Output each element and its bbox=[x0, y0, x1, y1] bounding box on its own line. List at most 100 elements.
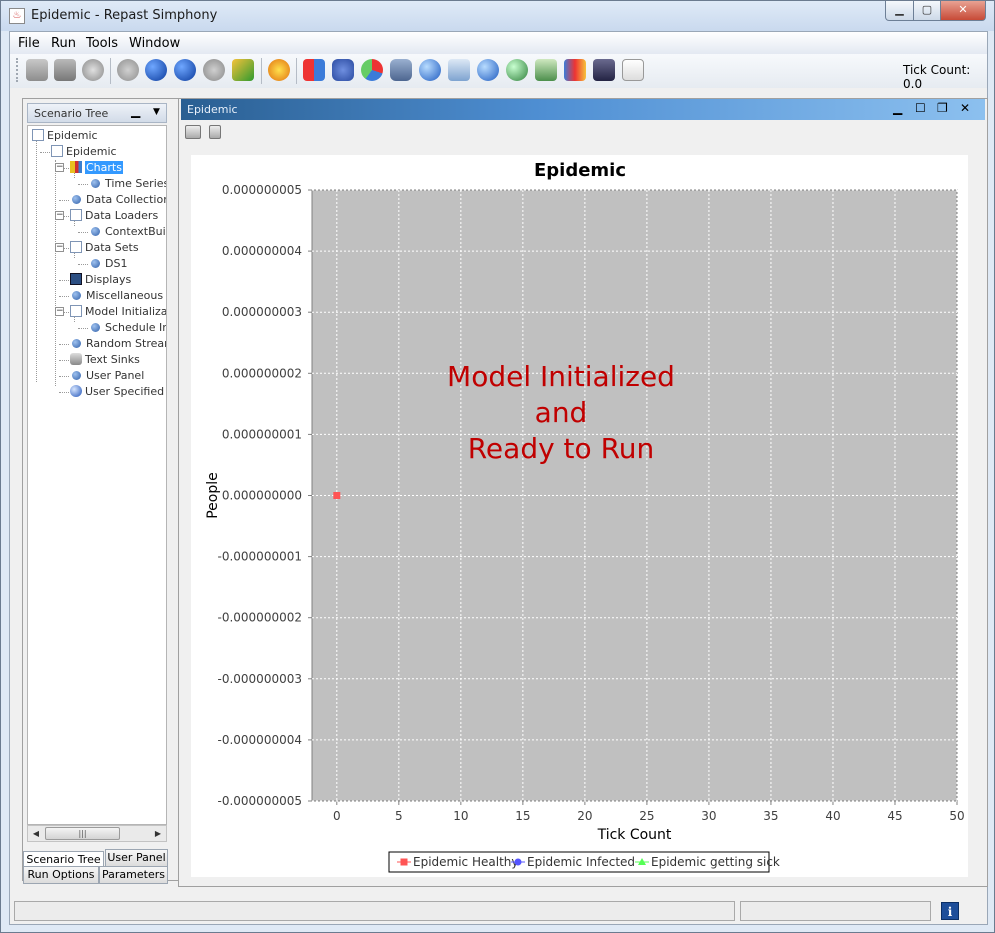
collapse-toggle-icon[interactable]: − bbox=[55, 210, 64, 220]
export-icon[interactable] bbox=[209, 125, 221, 139]
chart-maximize-button[interactable]: ☐ bbox=[915, 101, 926, 115]
y-tick-label: -0.000000005 bbox=[218, 794, 303, 808]
search-icon[interactable] bbox=[448, 59, 470, 81]
tree-connector bbox=[55, 160, 56, 386]
tab-run-options[interactable]: Run Options bbox=[23, 866, 99, 884]
collapse-toggle-icon[interactable]: − bbox=[55, 306, 64, 316]
y-axis-label: People bbox=[205, 472, 221, 519]
tree-item-label: Data Collection In bbox=[86, 193, 167, 206]
step-run-icon[interactable] bbox=[174, 59, 196, 81]
tree-item-label: ContextBuilde bbox=[105, 225, 166, 238]
tree-connector bbox=[59, 360, 69, 361]
tree-item[interactable]: Data Collection In bbox=[70, 192, 167, 207]
tree-item-label: DS1 bbox=[105, 257, 128, 270]
network-icon[interactable] bbox=[477, 59, 499, 81]
document-icon bbox=[70, 209, 82, 221]
stop-run-icon[interactable] bbox=[203, 59, 225, 81]
java-app-icon[interactable]: ♨ bbox=[9, 8, 25, 24]
new-scenario-icon[interactable] bbox=[26, 59, 48, 81]
spreadsheet-icon[interactable] bbox=[303, 59, 325, 81]
menu-tools[interactable]: Tools bbox=[86, 36, 119, 51]
grid-icon[interactable] bbox=[564, 59, 586, 81]
tree-item[interactable]: DS1 bbox=[89, 256, 127, 271]
scroll-left-icon[interactable]: ◀ bbox=[32, 829, 40, 838]
dataset-icon bbox=[70, 241, 82, 253]
globe-icon[interactable] bbox=[419, 59, 441, 81]
info-icon[interactable]: i bbox=[941, 902, 959, 920]
tree-item[interactable]: Miscellaneous Ac bbox=[70, 288, 166, 303]
tree-connector bbox=[59, 248, 69, 249]
menu-file[interactable]: File bbox=[18, 36, 40, 51]
tab-user-panel[interactable]: User Panel bbox=[105, 849, 168, 867]
tree-connector bbox=[59, 344, 69, 345]
y-tick-label: -0.000000003 bbox=[218, 672, 303, 686]
database-icon[interactable] bbox=[82, 59, 104, 81]
tree-connector bbox=[59, 312, 69, 313]
tree-horizontal-scrollbar[interactable]: ◀ ||| ▶ bbox=[27, 825, 167, 842]
report-icon[interactable] bbox=[622, 59, 644, 81]
tree-item[interactable]: ContextBuilde bbox=[89, 224, 166, 239]
tree-item[interactable]: Displays bbox=[70, 272, 131, 287]
tree-item-label: User Panel bbox=[86, 369, 145, 382]
chart-legend bbox=[388, 851, 770, 873]
camera-icon[interactable] bbox=[185, 125, 201, 139]
chart-restore-button[interactable]: ❐ bbox=[937, 101, 948, 115]
node-icon bbox=[72, 371, 81, 380]
toolbar-grip[interactable] bbox=[16, 58, 20, 82]
tree-item[interactable]: User Specified Ac bbox=[70, 384, 166, 399]
tree-item[interactable]: Charts bbox=[70, 160, 123, 175]
distributed-icon[interactable] bbox=[506, 59, 528, 81]
tree-item[interactable]: Schedule Init bbox=[89, 320, 166, 335]
tree-item[interactable]: Epidemic bbox=[51, 144, 117, 159]
users-icon[interactable] bbox=[332, 59, 354, 81]
tree-item[interactable]: Text Sinks bbox=[70, 352, 140, 367]
tree-item[interactable]: Data Sets bbox=[70, 240, 139, 255]
panel-minimize-button[interactable]: ▁ bbox=[131, 104, 141, 118]
tree-connector bbox=[78, 328, 88, 329]
tab-parameters[interactable]: Parameters bbox=[99, 866, 168, 884]
minimize-button[interactable]: ▁ bbox=[885, 1, 914, 21]
maximize-button[interactable]: ▢ bbox=[913, 1, 941, 21]
pie-chart-icon[interactable] bbox=[361, 59, 383, 81]
x-tick-label: 10 bbox=[453, 809, 468, 823]
save-icon[interactable] bbox=[54, 59, 76, 81]
database-icon bbox=[70, 353, 82, 365]
x-axis-label: Tick Count bbox=[597, 827, 672, 843]
run-batch-icon[interactable] bbox=[268, 59, 290, 81]
calculator-icon[interactable] bbox=[390, 59, 412, 81]
menu-window[interactable]: Window bbox=[129, 36, 181, 51]
tree-item[interactable]: Time Series C bbox=[89, 176, 166, 191]
scroll-thumb[interactable]: ||| bbox=[45, 827, 120, 840]
tree-item[interactable]: Epidemic bbox=[32, 128, 98, 143]
scroll-right-icon[interactable]: ▶ bbox=[154, 829, 162, 838]
tree-item-label: Displays bbox=[85, 273, 132, 286]
chart-close-button[interactable]: ✕ bbox=[960, 101, 971, 115]
tree-connector bbox=[74, 248, 75, 258]
initialize-icon[interactable] bbox=[117, 59, 139, 81]
x-tick-label: 0 bbox=[333, 809, 341, 823]
menu-run[interactable]: Run bbox=[51, 36, 76, 51]
collapse-toggle-icon[interactable]: − bbox=[55, 242, 64, 252]
chart-minimize-button[interactable]: ▁ bbox=[893, 101, 903, 115]
tree-item[interactable]: Random Streams bbox=[70, 336, 166, 351]
display-icon bbox=[70, 273, 82, 285]
close-button[interactable]: ✕ bbox=[940, 1, 986, 21]
client-area: File Run Tools Window bbox=[9, 31, 988, 925]
x-tick-label: 15 bbox=[515, 809, 530, 823]
collapse-toggle-icon[interactable]: − bbox=[55, 162, 64, 172]
tree-item[interactable]: User Panel bbox=[70, 368, 144, 383]
panel-menu-chevron-icon[interactable]: ▼ bbox=[153, 107, 160, 117]
binoculars-icon[interactable] bbox=[593, 59, 615, 81]
start-run-icon[interactable] bbox=[145, 59, 167, 81]
tree-connector bbox=[78, 232, 88, 233]
reset-run-icon[interactable] bbox=[232, 59, 254, 81]
tree-item[interactable]: Model Initializatio bbox=[70, 304, 167, 319]
tree-item-label: Model Initializatio bbox=[85, 305, 167, 318]
image-icon[interactable] bbox=[535, 59, 557, 81]
x-tick-label: 25 bbox=[639, 809, 654, 823]
chart-toolbar bbox=[181, 121, 985, 145]
tree-item[interactable]: Data Loaders bbox=[70, 208, 158, 223]
